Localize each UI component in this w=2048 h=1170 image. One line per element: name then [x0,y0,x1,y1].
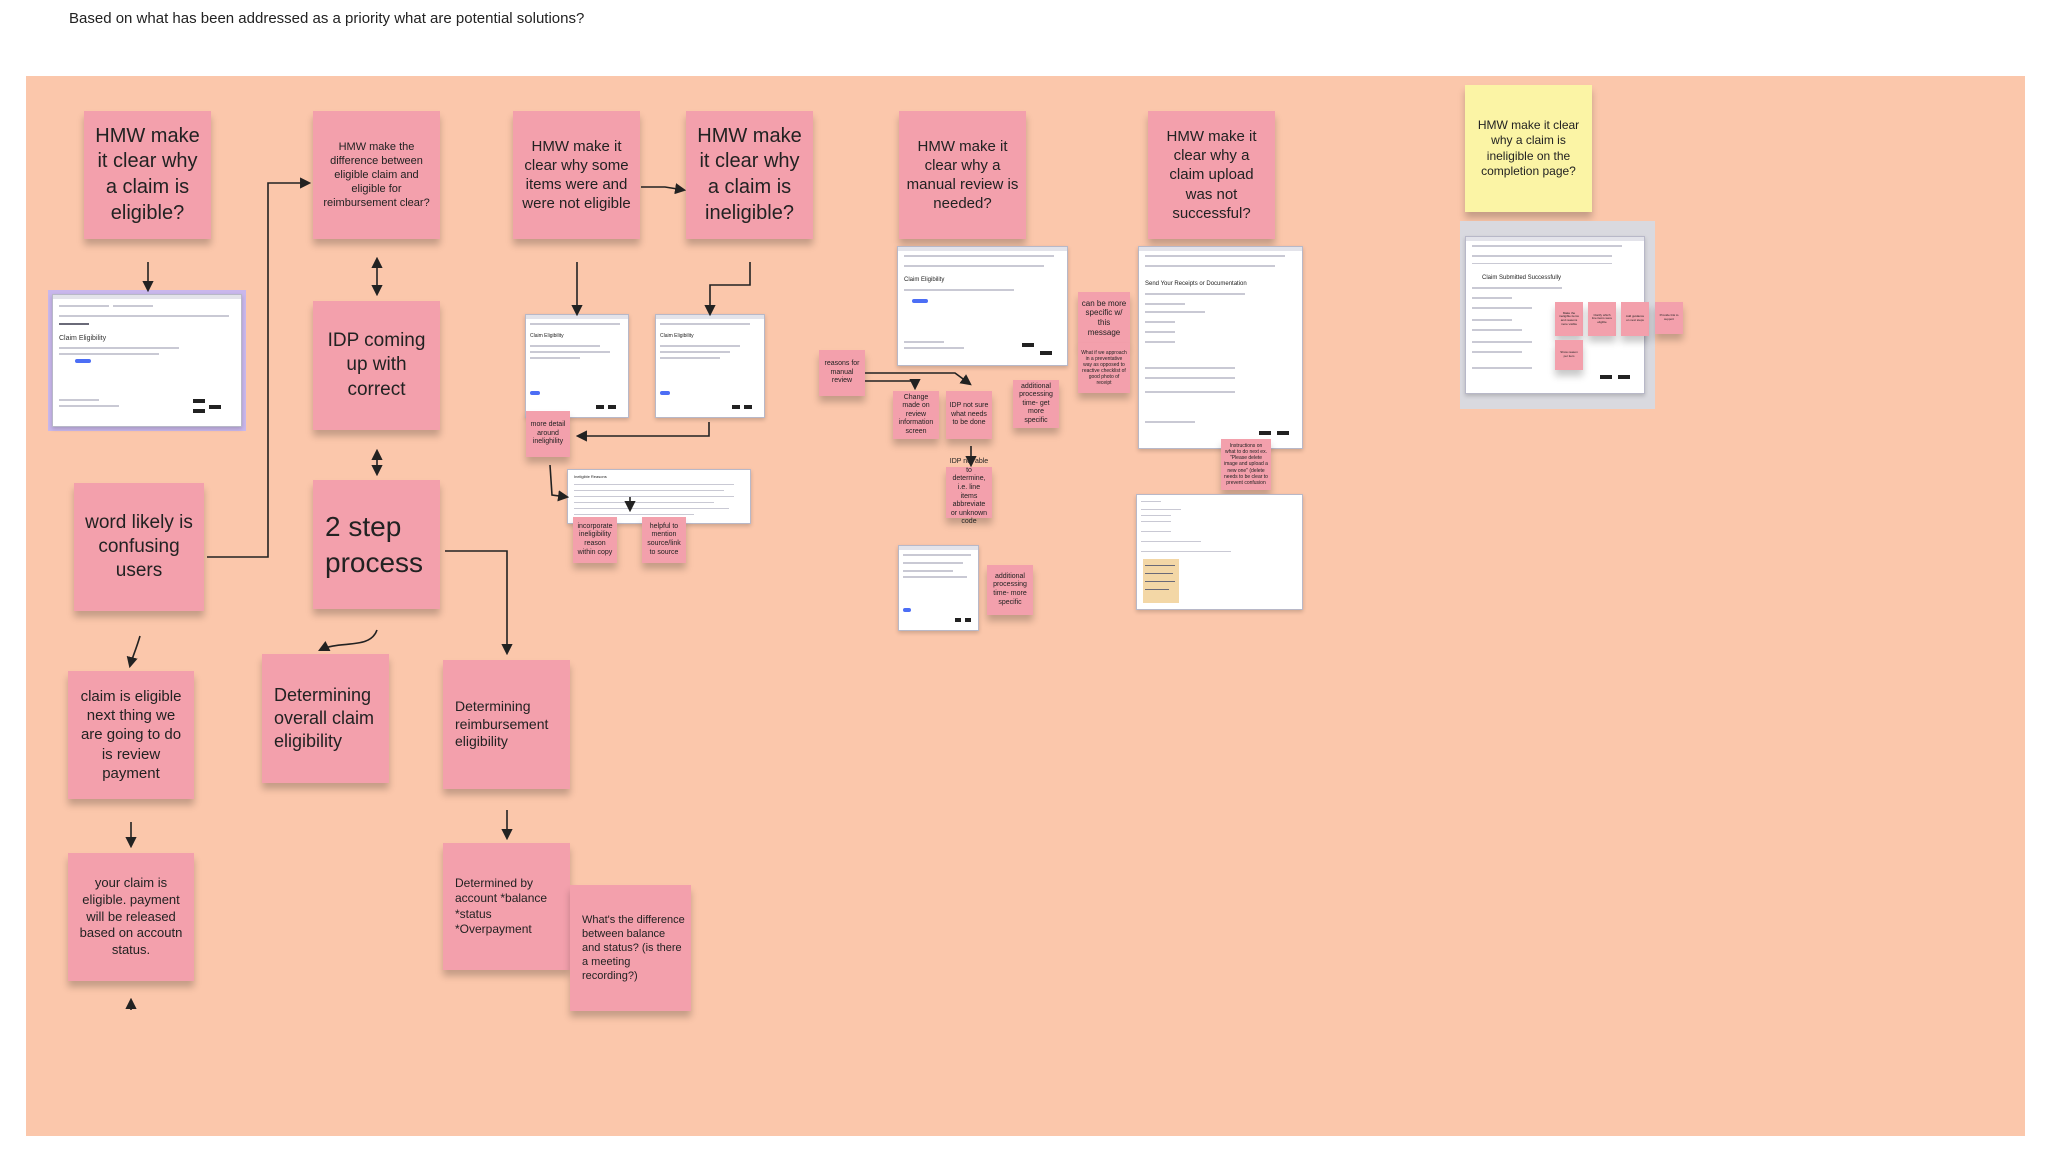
sticky-hmw-manual-review[interactable]: HMW make it clear why a manual review is… [899,111,1026,239]
sticky-your-claim-eligible[interactable]: your claim is eligible. payment will be … [68,853,194,981]
screen-title: Ineligible Reasons [574,474,607,479]
screen-title: Claim Eligibility [530,333,564,339]
screen-title: Send Your Receipts or Documentation [1145,281,1247,287]
screen-title: Claim Eligibility [904,277,944,283]
screenshot-some-items[interactable]: Claim Eligibility [525,314,629,418]
sticky-claim-eligible-next[interactable]: claim is eligible next thing we are goin… [68,671,194,799]
sticky-two-step[interactable]: 2 step process [313,480,440,609]
sticky-word-confusing[interactable]: word likely is confusing users [74,483,204,611]
sticky-incorporate[interactable]: incorporate ineligibility reason within … [573,517,617,563]
sticky-determining-reimbursement[interactable]: Determining reimbursement eligibility [443,660,570,789]
sticky-additional-processing-1[interactable]: additional processing time- get more spe… [1013,380,1059,428]
sticky-determining-overall[interactable]: Determining overall claim eligibility [262,654,389,783]
sticky-mini-4[interactable]: Provide link to support [1655,302,1683,334]
screenshot-ineligible[interactable]: Claim Eligibility [655,314,765,418]
sticky-preventative-approach[interactable]: What if we approach in a preventative wa… [1078,343,1130,393]
screenshot-send-receipts[interactable]: Send Your Receipts or Documentation [1138,246,1303,449]
screenshot-ineligible-detail[interactable] [1136,494,1303,610]
sticky-determined-by-account[interactable]: Determined by account *balance *status *… [443,843,570,970]
sticky-hmw-ineligible[interactable]: HMW make it clear why a claim is ineligi… [686,111,813,239]
screen-title: Claim Eligibility [59,335,106,342]
screen-title: Claim Submitted Successfully [1482,275,1561,281]
sticky-whats-difference[interactable]: What's the difference between balance an… [570,885,691,1011]
sticky-idp-correct[interactable]: IDP coming up with correct [313,301,440,430]
sticky-can-be-more-specific[interactable]: can be more specific w/ this message [1078,292,1130,344]
sticky-change-made[interactable]: Change made on review information screen [893,391,939,439]
screen-title: Claim Eligibility [660,333,694,339]
sticky-hmw-difference[interactable]: HMW make the difference between eligible… [313,111,440,239]
sticky-mini-3[interactable]: Add guidance on next steps [1621,302,1649,336]
screenshot-manual-review-small[interactable] [898,545,979,631]
screenshot-manual-review[interactable]: Claim Eligibility [897,246,1068,366]
sticky-more-detail[interactable]: more detail around inelighility [526,411,570,457]
sticky-mini-1[interactable]: Make the ineligible items and reasons mo… [1555,302,1583,336]
sticky-hmw-eligible[interactable]: HMW make it clear why a claim is eligibl… [84,111,211,239]
sticky-hmw-completion[interactable]: HMW make it clear why a claim is ineligi… [1465,85,1592,212]
sticky-reasons-manual[interactable]: reasons for manual review [819,350,865,396]
sticky-mini-5[interactable]: Show reason per item [1555,340,1583,370]
screenshot-ineligible-reasons[interactable]: Ineligible Reasons [567,469,751,524]
sticky-mini-2[interactable]: Clarify which line items were eligible [1588,302,1616,336]
sticky-helpful-mention[interactable]: helpful to mention source/link to source [642,517,686,563]
sticky-idp-not-able[interactable]: IDP not able to determine, i.e. line ite… [946,467,992,518]
screenshot-claim-eligibility[interactable]: Claim Eligibility [52,294,242,427]
sticky-instructions[interactable]: Instructions on what to do next ex. "Ple… [1221,439,1271,490]
sticky-hmw-some-items[interactable]: HMW make it clear why some items were an… [513,111,640,239]
sticky-hmw-upload[interactable]: HMW make it clear why a claim upload was… [1148,111,1275,239]
sticky-idp-not-sure[interactable]: IDP not sure what needs to be done [946,391,992,439]
page-title: Based on what has been addressed as a pr… [69,10,584,27]
sticky-additional-processing-2[interactable]: additional processing time- more specifi… [987,565,1033,615]
